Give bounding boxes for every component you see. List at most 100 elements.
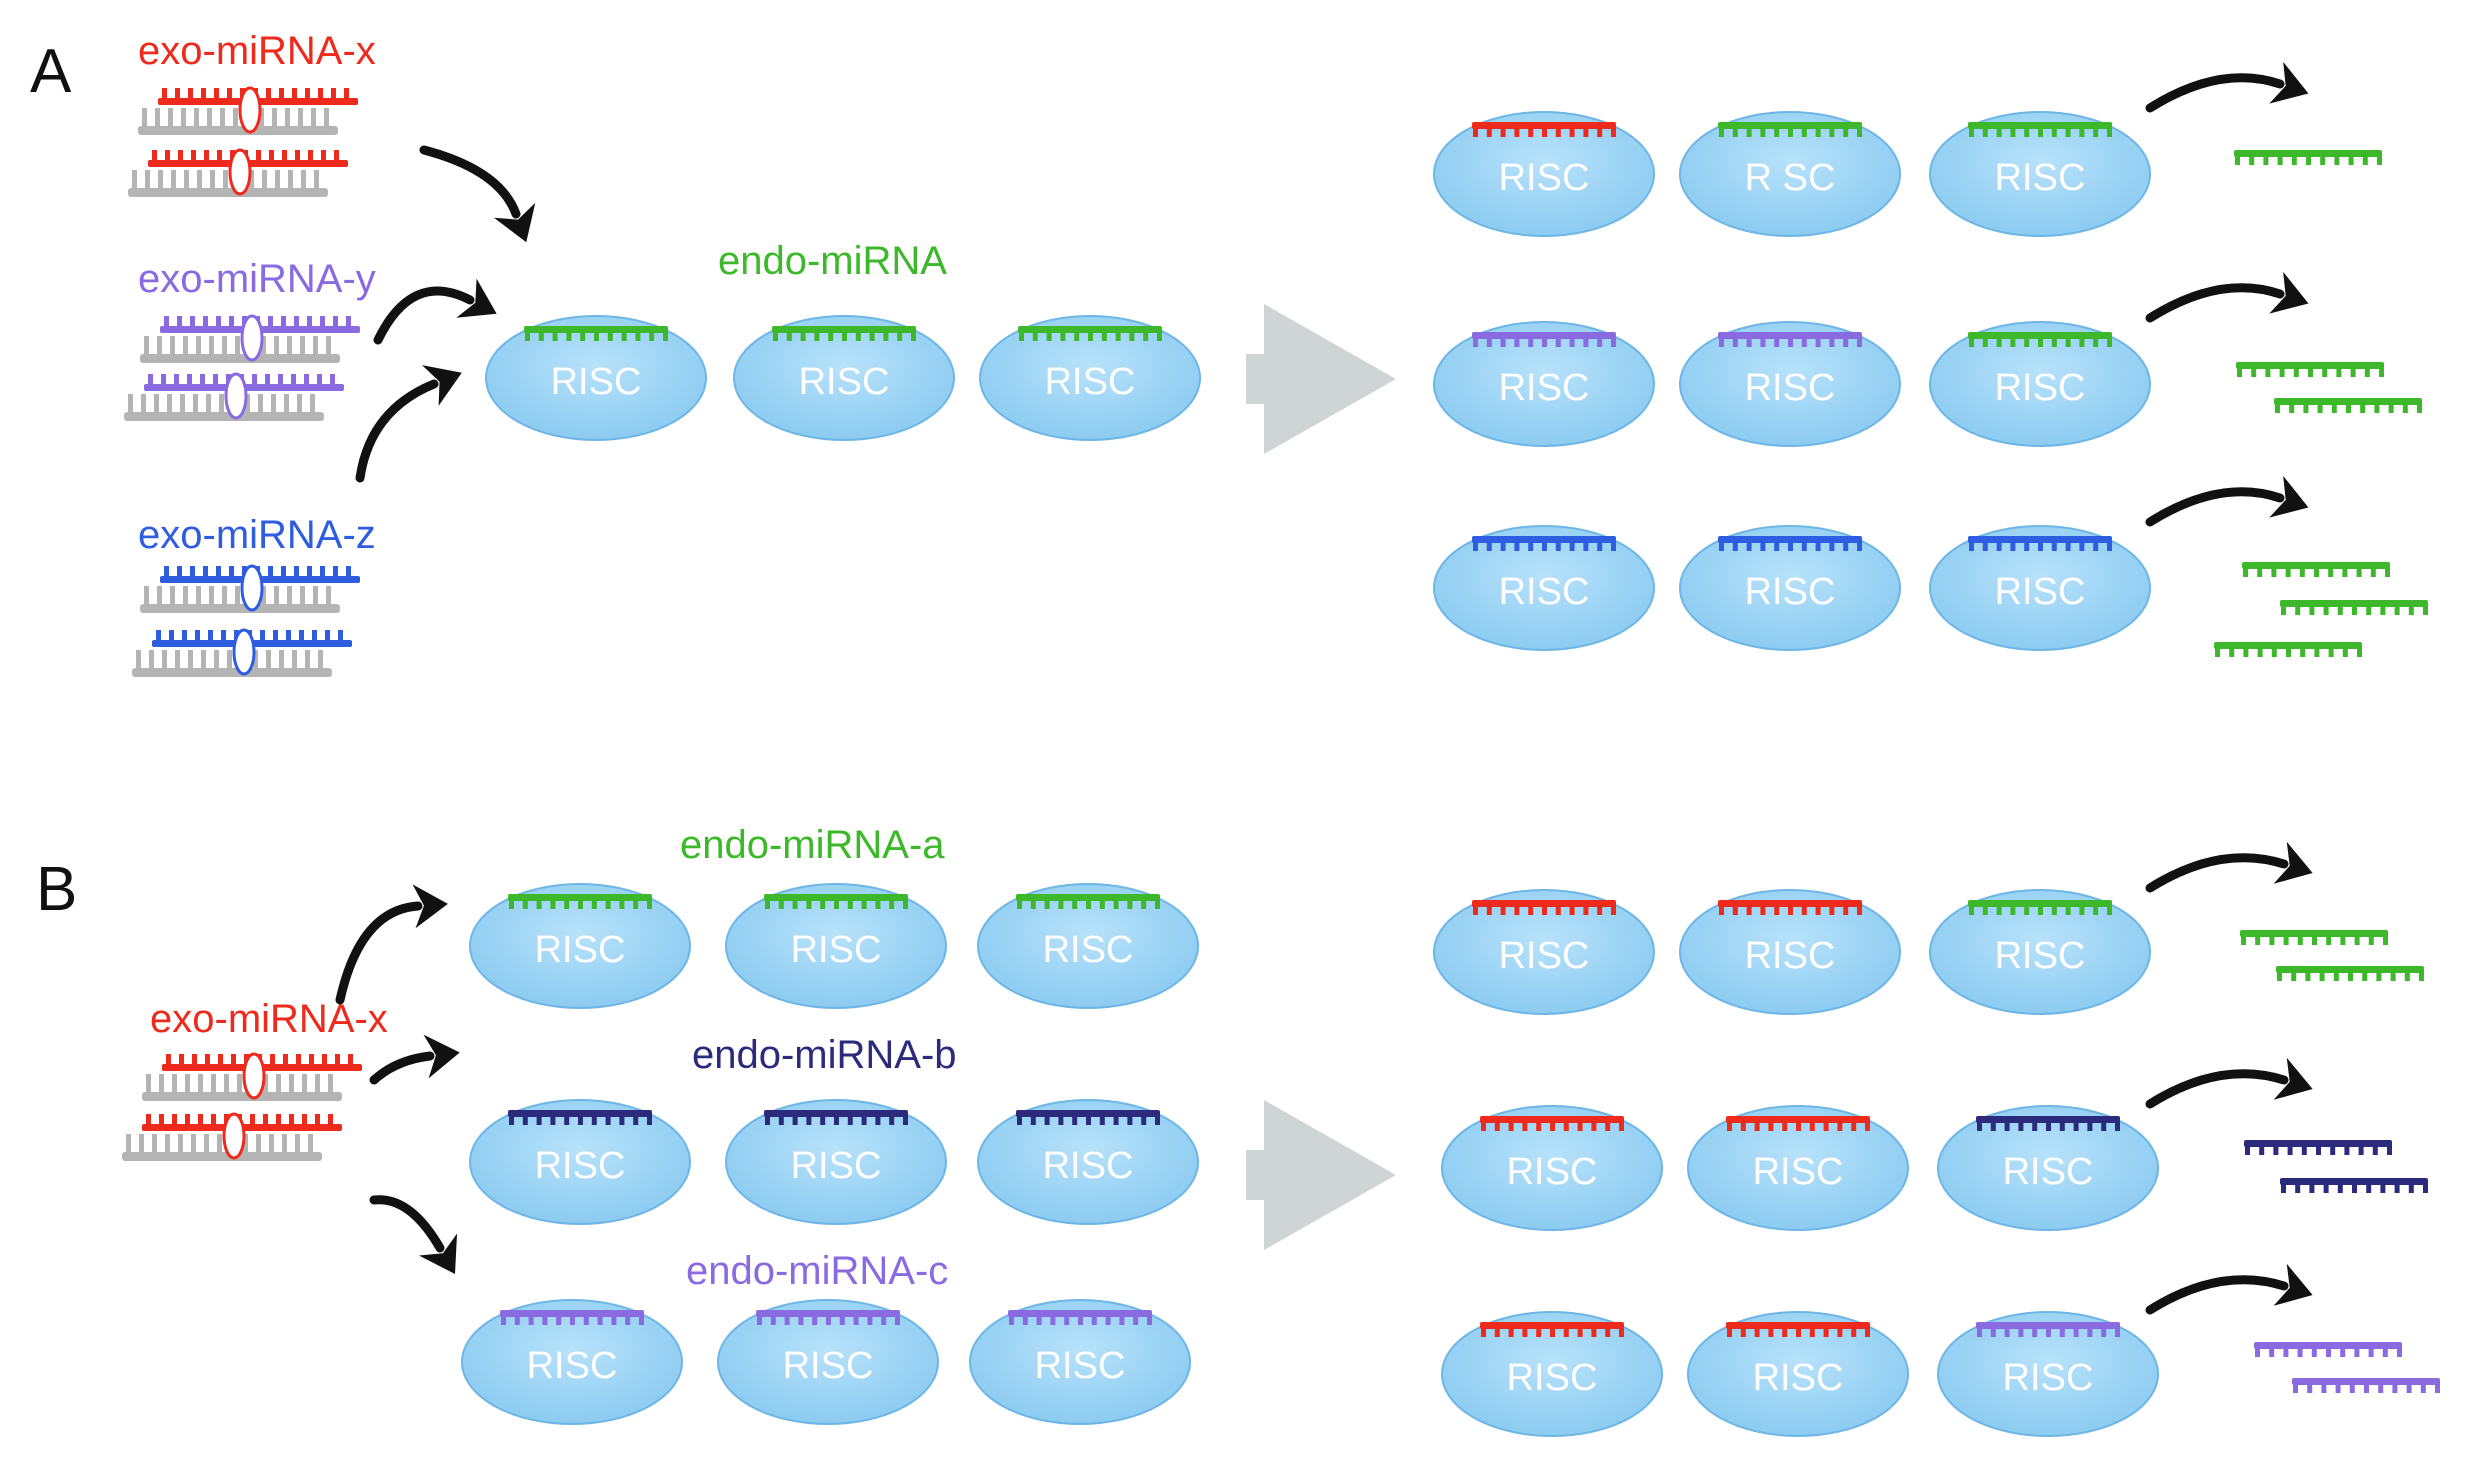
endo-mirna-c-label: endo-miRNA-c <box>686 1249 948 1293</box>
risc-loaded-strand <box>1008 1310 1152 1325</box>
risc-complex-a-left-2: RISC <box>733 315 955 441</box>
risc-label: RISC <box>1043 1145 1134 1187</box>
transition-arrow-b <box>1246 1100 1396 1250</box>
released-strand-a-r3-3 <box>2214 642 2362 657</box>
risc-label: RISC <box>1745 935 1836 977</box>
panel-a-letter: A <box>30 37 72 106</box>
risc-complex-a-left-3: RISC <box>979 315 1201 441</box>
risc-loaded-strand <box>764 894 908 909</box>
released-strand-a-r3-2 <box>2280 600 2428 615</box>
risc-complex-b-right-r2-c1: RISC <box>1441 1105 1663 1231</box>
released-strand-b-r1-1 <box>2240 930 2388 945</box>
exo-mirna-x-label-b: exo-miRNA-x <box>150 997 388 1041</box>
endo-mirna-label: endo-miRNA <box>718 239 947 283</box>
risc-complex-b-right-r1-c2: RISC <box>1679 889 1901 1015</box>
risc-loaded-strand <box>1016 894 1160 909</box>
risc-complex-b-left-r3-c3: RISC <box>969 1299 1191 1425</box>
risc-complex-b-right-r1-c3: RISC <box>1929 889 2151 1015</box>
risc-label: RISC <box>535 1145 626 1187</box>
risc-label: R SC <box>1745 157 1836 199</box>
released-strand-a-r3-1 <box>2242 562 2390 577</box>
risc-label: RISC <box>1745 367 1836 409</box>
risc-label: RISC <box>1043 929 1134 971</box>
risc-label: RISC <box>1499 935 1590 977</box>
exo-mirna-y-label: exo-miRNA-y <box>138 257 376 301</box>
release-arrow-b-2 <box>2145 1057 2313 1109</box>
risc-complex-a-right-r1-c2: R SC <box>1679 111 1901 237</box>
risc-label: RISC <box>1995 157 2086 199</box>
risc-complex-b-right-r3-c1: RISC <box>1441 1311 1663 1437</box>
endo-mirna-a-label: endo-miRNA-a <box>680 823 945 867</box>
risc-label: RISC <box>1995 935 2086 977</box>
risc-loaded-strand <box>1718 536 1862 551</box>
loading-arrow-b-b <box>369 1034 460 1085</box>
risc-label: RISC <box>783 1345 874 1387</box>
risc-label: RISC <box>1507 1151 1598 1193</box>
risc-complex-b-left-r1-c3: RISC <box>977 883 1199 1009</box>
release-arrow-b-3 <box>2145 1263 2313 1315</box>
risc-complex-a-right-r1-c1: RISC <box>1433 111 1655 237</box>
risc-complex-b-right-r3-c3: RISC <box>1937 1311 2159 1437</box>
risc-label: RISC <box>1753 1357 1844 1399</box>
risc-label: RISC <box>1753 1151 1844 1193</box>
exo-mirna-x-duplex-b-1 <box>142 1052 362 1101</box>
exo-mirna-z-duplex-1 <box>140 564 360 613</box>
risc-loaded-strand <box>1718 332 1862 347</box>
risc-loaded-strand <box>1968 536 2112 551</box>
risc-loaded-strand <box>1968 122 2112 137</box>
risc-loaded-strand <box>1976 1322 2120 1337</box>
risc-label: RISC <box>1745 571 1836 613</box>
risc-label: RISC <box>1499 571 1590 613</box>
risc-complex-b-right-r2-c2: RISC <box>1687 1105 1909 1231</box>
risc-label: RISC <box>2003 1151 2094 1193</box>
release-arrow-b-1 <box>2145 841 2313 893</box>
loading-arrow-b-a <box>335 884 448 1005</box>
exo-mirna-z-duplex-2 <box>132 628 352 677</box>
risc-loaded-strand <box>1472 900 1616 915</box>
released-strand-b-r2-1 <box>2244 1140 2392 1155</box>
released-strand-b-r3-2 <box>2292 1378 2440 1393</box>
exo-mirna-x-duplex-b-2 <box>122 1112 342 1161</box>
risc-label: RISC <box>1995 571 2086 613</box>
risc-loaded-strand <box>1718 900 1862 915</box>
risc-complex-b-left-r3-c1: RISC <box>461 1299 683 1425</box>
risc-label: RISC <box>1995 367 2086 409</box>
risc-label: RISC <box>527 1345 618 1387</box>
risc-label: RISC <box>535 929 626 971</box>
risc-loaded-strand <box>1472 332 1616 347</box>
risc-loaded-strand <box>1718 122 1862 137</box>
risc-label: RISC <box>791 1145 882 1187</box>
risc-loaded-strand <box>508 894 652 909</box>
risc-complex-a-right-r3-c1: RISC <box>1433 525 1655 651</box>
risc-loaded-strand <box>756 1310 900 1325</box>
endo-mirna-b-label: endo-miRNA-b <box>692 1033 957 1077</box>
loading-arrow-x <box>419 145 536 243</box>
risc-loaded-strand <box>772 326 916 341</box>
risc-loaded-strand <box>500 1310 644 1325</box>
risc-complex-b-left-r2-c3: RISC <box>977 1099 1199 1225</box>
risc-complex-a-left-1: RISC <box>485 315 707 441</box>
loading-arrow-y <box>373 278 497 345</box>
risc-loaded-strand <box>1968 900 2112 915</box>
risc-label: RISC <box>1499 367 1590 409</box>
exo-mirna-x-label: exo-miRNA-x <box>138 29 376 73</box>
exo-mirna-z-label: exo-miRNA-z <box>138 513 376 557</box>
risc-loaded-strand <box>1480 1116 1624 1131</box>
risc-complex-b-left-r1-c2: RISC <box>725 883 947 1009</box>
risc-label: RISC <box>1507 1357 1598 1399</box>
risc-loaded-strand <box>1472 122 1616 137</box>
risc-complex-b-left-r3-c2: RISC <box>717 1299 939 1425</box>
risc-complex-a-right-r3-c3: RISC <box>1929 525 2151 651</box>
risc-complex-a-right-r2-c2: RISC <box>1679 321 1901 447</box>
risc-loaded-strand <box>1726 1116 1870 1131</box>
released-strand-a-r2-1 <box>2236 362 2384 377</box>
released-strand-b-r3-1 <box>2254 1342 2402 1357</box>
panel-b-letter: B <box>36 855 77 924</box>
exo-mirna-y-duplex-1 <box>140 314 360 363</box>
risc-loaded-strand <box>1976 1116 2120 1131</box>
risc-complex-b-right-r1-c1: RISC <box>1433 889 1655 1015</box>
risc-loaded-strand <box>764 1110 908 1125</box>
released-strand-b-r2-2 <box>2280 1178 2428 1193</box>
risc-label: RISC <box>791 929 882 971</box>
